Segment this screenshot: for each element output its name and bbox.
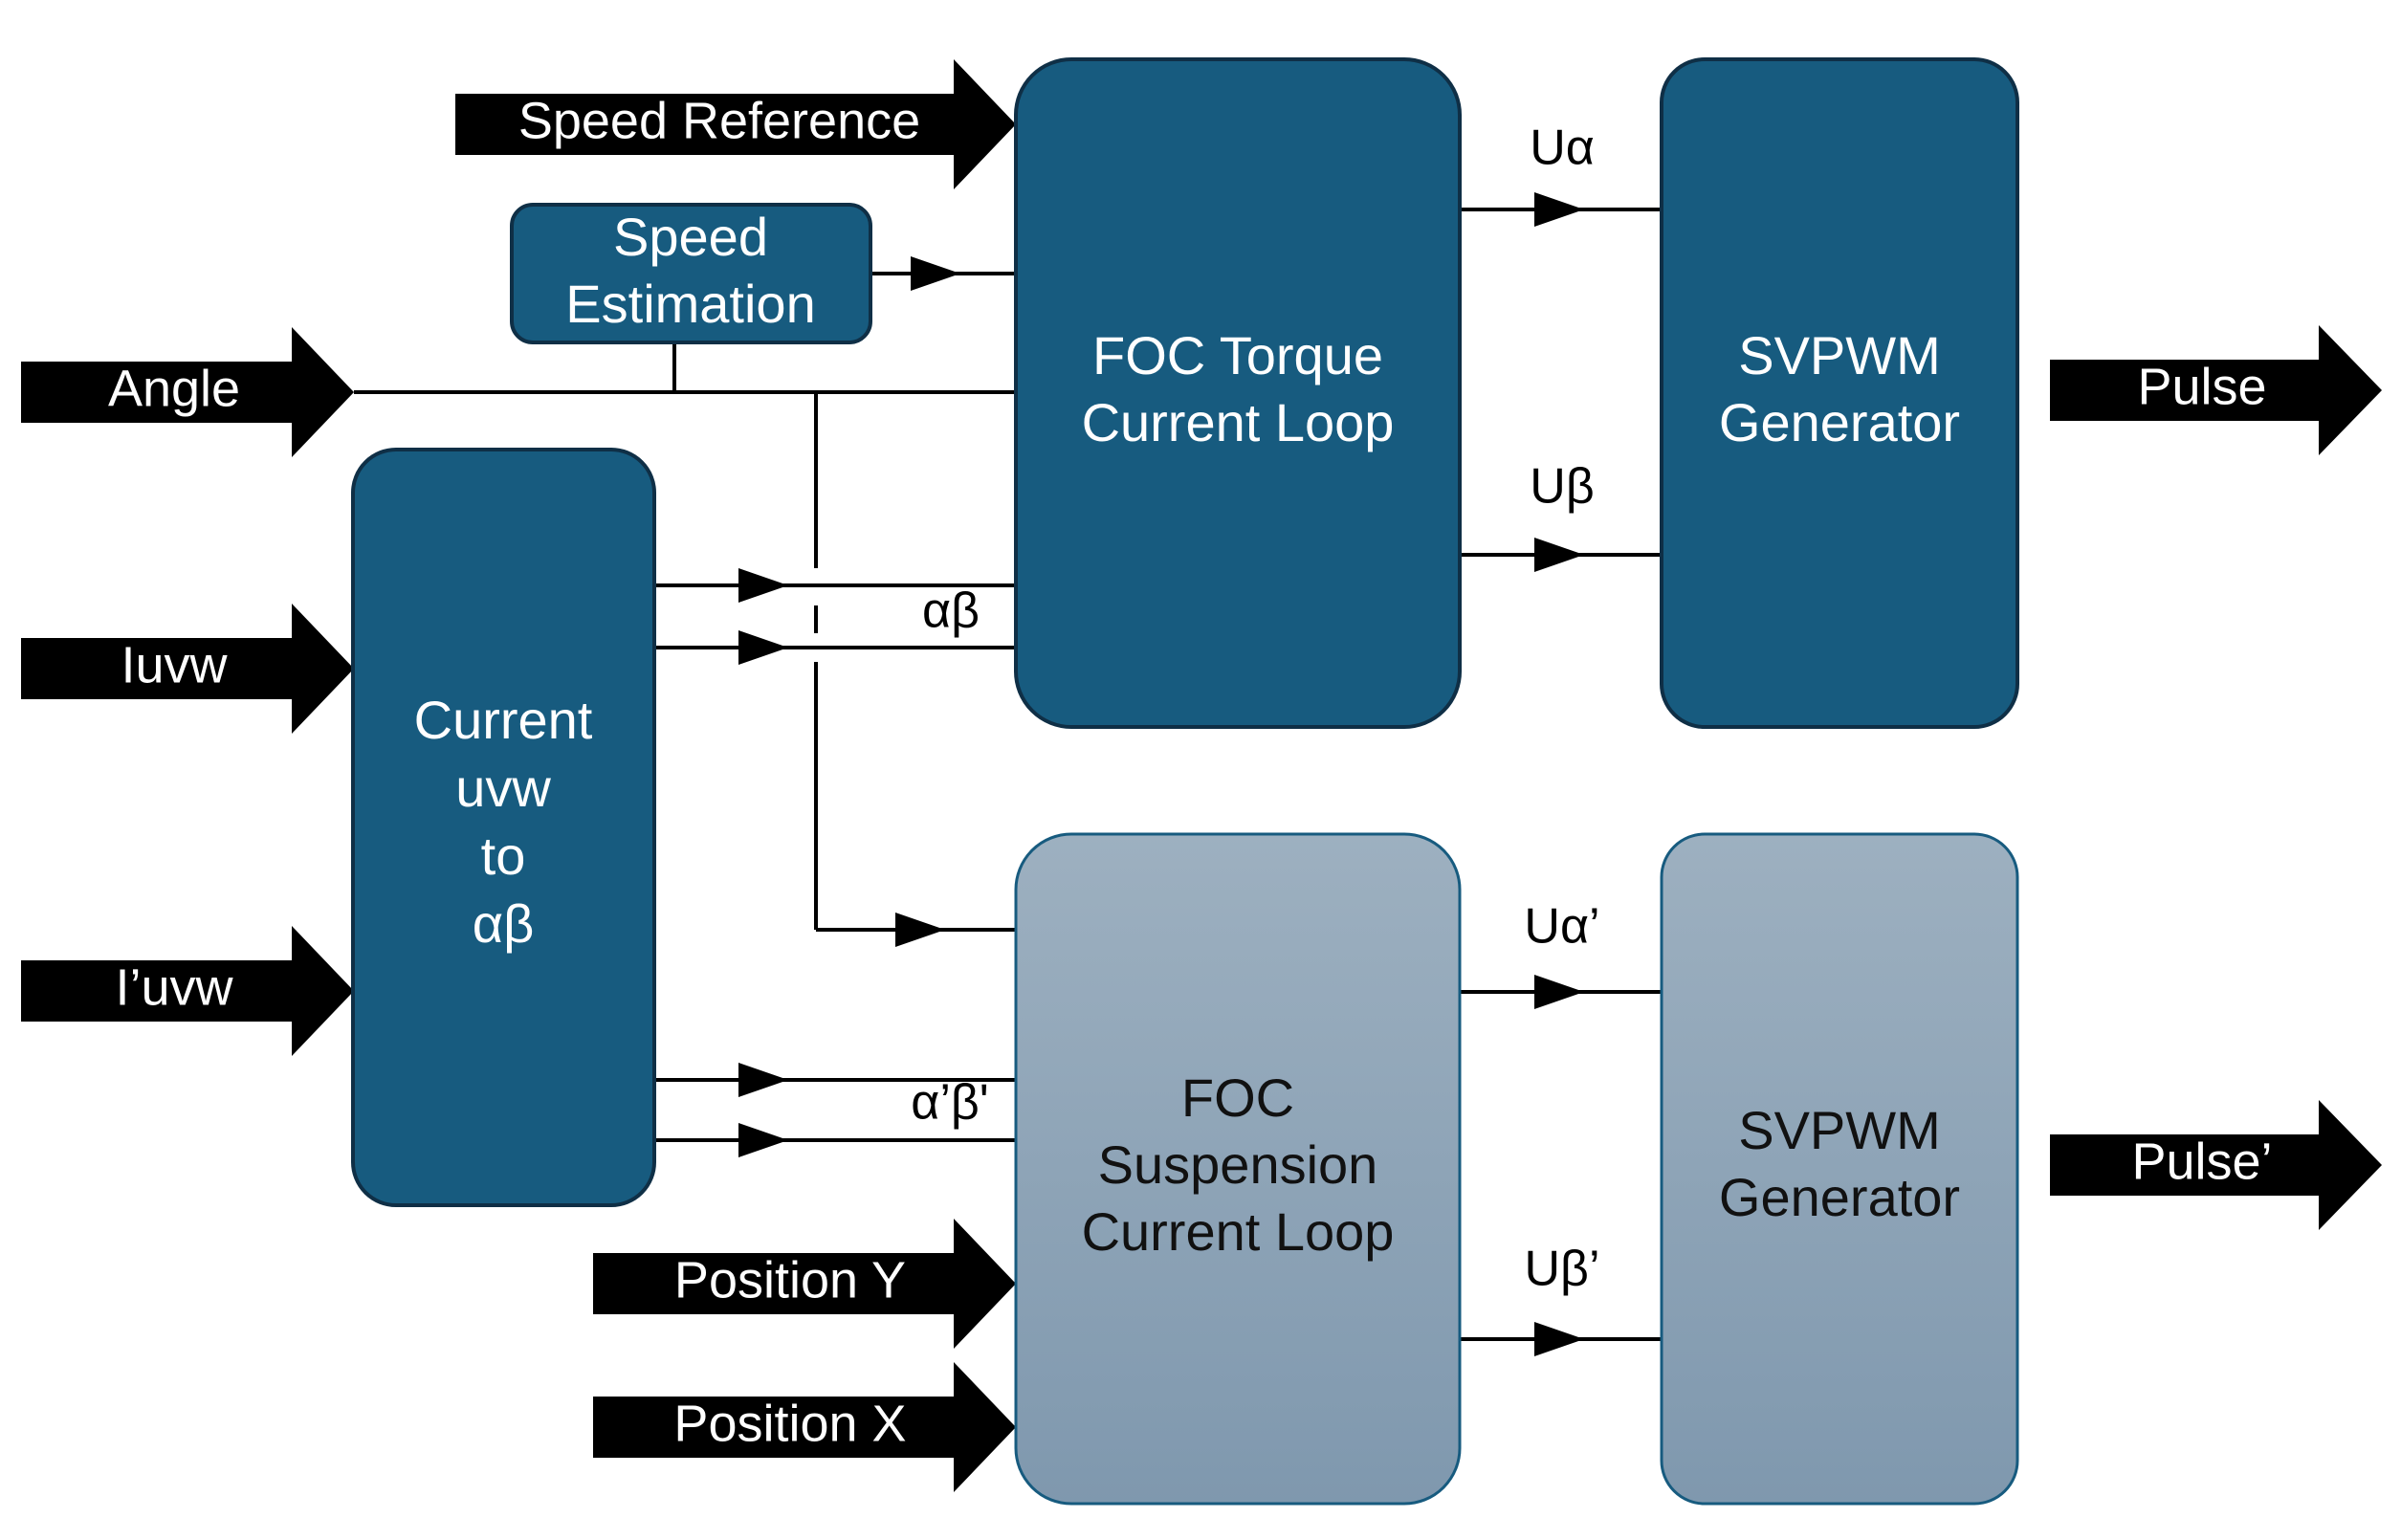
current-transform-block: Current uvw to αβ	[351, 448, 656, 1207]
svpwm-top-line-2: Generator	[1719, 392, 1960, 452]
pulse-arrow: Pulse	[2050, 325, 2382, 455]
arrowhead-u-alpha-prime	[1534, 975, 1584, 1009]
svpwm-bottom-block: SVPWM Generator	[1660, 832, 2019, 1506]
arrowhead-u-alpha	[1534, 192, 1584, 227]
arrowhead-alpha	[738, 568, 788, 603]
wire-arrowheads	[738, 192, 1584, 1356]
position-y-arrow: Position Y	[593, 1219, 1016, 1349]
angle-label: Angle	[108, 360, 240, 417]
alpha-beta-prime-label: α’β'	[911, 1075, 988, 1131]
svpwm-bottom-line-1: SVPWM	[1738, 1100, 1941, 1160]
position-x-arrow: Position X	[593, 1362, 1016, 1492]
arrowhead-speed-est	[911, 256, 960, 291]
svpwm-top-line-1: SVPWM	[1738, 325, 1941, 385]
speed-estimation-block: Speed Estimation	[510, 203, 872, 344]
pulse-prime-arrow: Pulse’	[2050, 1100, 2382, 1230]
arrowhead-alpha-prime	[738, 1063, 788, 1097]
input-arrows: Speed Reference Angle Iuvw I’uvw Positio…	[21, 59, 1016, 1492]
arrowhead-beta	[738, 630, 788, 665]
u-beta-label: Uβ	[1530, 459, 1594, 515]
current-transform-line-4: αβ	[473, 893, 535, 954]
i-prime-uvw-arrow: I’uvw	[21, 926, 354, 1056]
iuvw-arrow: Iuvw	[21, 604, 354, 734]
alpha-beta-label: αβ	[922, 583, 980, 639]
position-y-label: Position Y	[674, 1251, 906, 1309]
foc-suspension-block: FOC Suspension Current Loop	[1014, 832, 1462, 1506]
u-alpha-prime-label: Uα’	[1524, 899, 1599, 955]
foc-torque-block: FOC Torque Current Loop	[1014, 57, 1462, 729]
arrowhead-beta-prime	[738, 1123, 788, 1157]
pulse-label: Pulse	[2137, 358, 2266, 415]
iuvw-label: Iuvw	[121, 636, 228, 693]
speed-reference-label: Speed Reference	[518, 92, 920, 149]
speed-estimation-line-1: Speed	[613, 207, 768, 267]
i-prime-uvw-label: I’uvw	[115, 958, 233, 1016]
angle-arrow: Angle	[21, 327, 354, 457]
u-alpha-label: Uα	[1530, 121, 1595, 176]
output-arrows: Pulse Pulse’	[2050, 325, 2382, 1230]
arrowhead-u-beta	[1534, 538, 1584, 572]
speed-estimation-line-2: Estimation	[565, 274, 815, 334]
svpwm-top-block: SVPWM Generator	[1660, 57, 2019, 729]
arrowhead-u-beta-prime	[1534, 1322, 1584, 1356]
current-transform-line-2: uvw	[455, 758, 551, 818]
arrowhead-angle-suspension	[895, 913, 945, 947]
svpwm-bottom-line-2: Generator	[1719, 1167, 1960, 1227]
foc-suspension-line-1: FOC	[1181, 1067, 1294, 1128]
current-transform-line-1: Current	[414, 690, 593, 750]
foc-suspension-line-2: Suspension	[1098, 1134, 1378, 1195]
signal-labels: Uα Uβ αβ Uα’ Uβ’ α’β'	[911, 121, 1599, 1297]
u-beta-prime-label: Uβ’	[1524, 1242, 1599, 1297]
pulse-prime-label: Pulse’	[2131, 1133, 2272, 1190]
speed-reference-arrow: Speed Reference	[455, 59, 1016, 189]
foc-torque-line-2: Current Loop	[1082, 392, 1395, 452]
foc-suspension-line-3: Current Loop	[1082, 1201, 1395, 1262]
current-transform-line-3: to	[481, 825, 526, 886]
position-x-label: Position X	[673, 1395, 906, 1452]
foc-torque-line-1: FOC Torque	[1092, 325, 1383, 385]
